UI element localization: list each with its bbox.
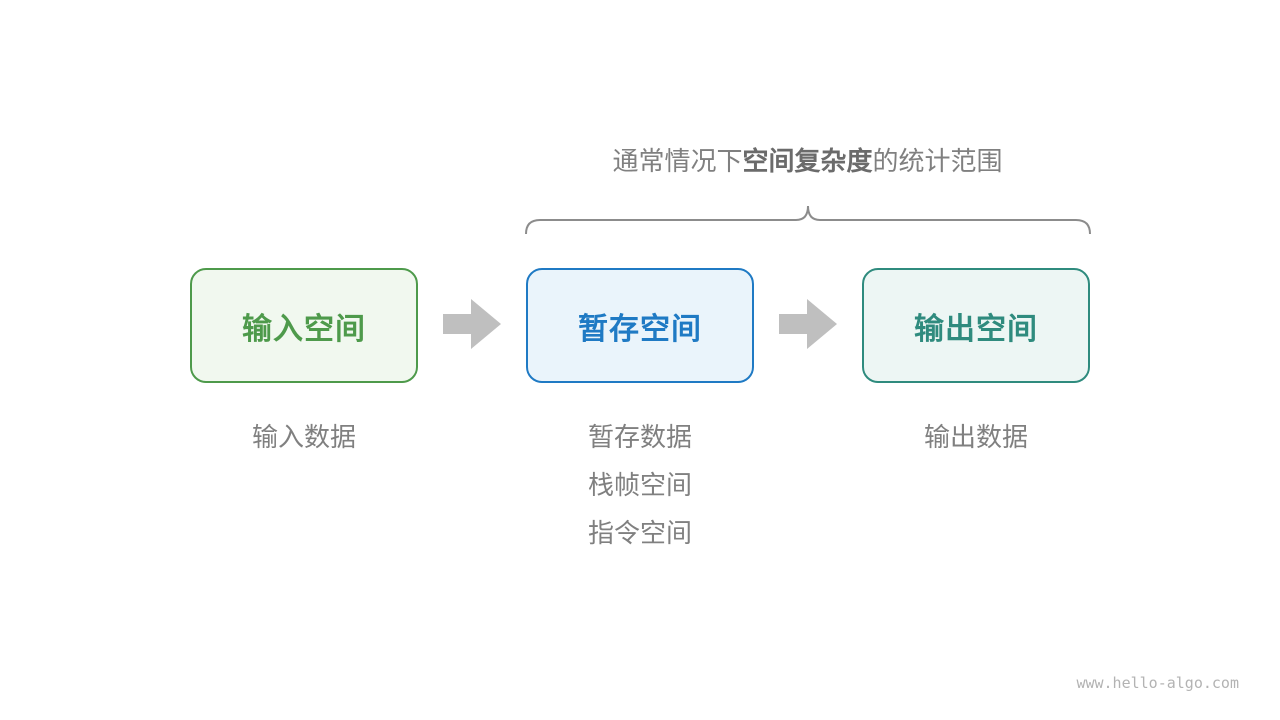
list-item: 输出数据 [923, 423, 1028, 453]
list-item: 栈帧空间 [587, 471, 692, 501]
scope-caption: 通常情况下空间复杂度的统计范围 [526, 140, 1089, 184]
input-space-label: 输入空间 [242, 311, 366, 347]
list-item: 指令空间 [587, 519, 692, 549]
list-item: 输入数据 [251, 423, 356, 453]
input-space-contents: 输入数据 [190, 414, 418, 462]
caption-suffix: 的统计范围 [872, 147, 1003, 177]
input-space-box: 输入空间 [190, 268, 418, 383]
temp-space-label: 暂存空间 [578, 311, 702, 347]
temp-space-contents: 暂存数据 栈帧空间 指令空间 [526, 414, 754, 558]
caption-prefix: 通常情况下 [612, 147, 743, 177]
output-space-label: 输出空间 [914, 311, 1038, 347]
list-item: 暂存数据 [587, 423, 692, 453]
temp-space-box: 暂存空间 [526, 268, 754, 383]
scope-brace [525, 205, 1091, 235]
output-space-box: 输出空间 [862, 268, 1090, 383]
output-space-contents: 输出数据 [862, 414, 1090, 462]
caption-highlight: 空间复杂度 [742, 147, 873, 177]
arrow-right-icon [779, 299, 837, 349]
arrow-right-icon [443, 299, 501, 349]
watermark: www.hello-algo.com [1076, 674, 1239, 692]
